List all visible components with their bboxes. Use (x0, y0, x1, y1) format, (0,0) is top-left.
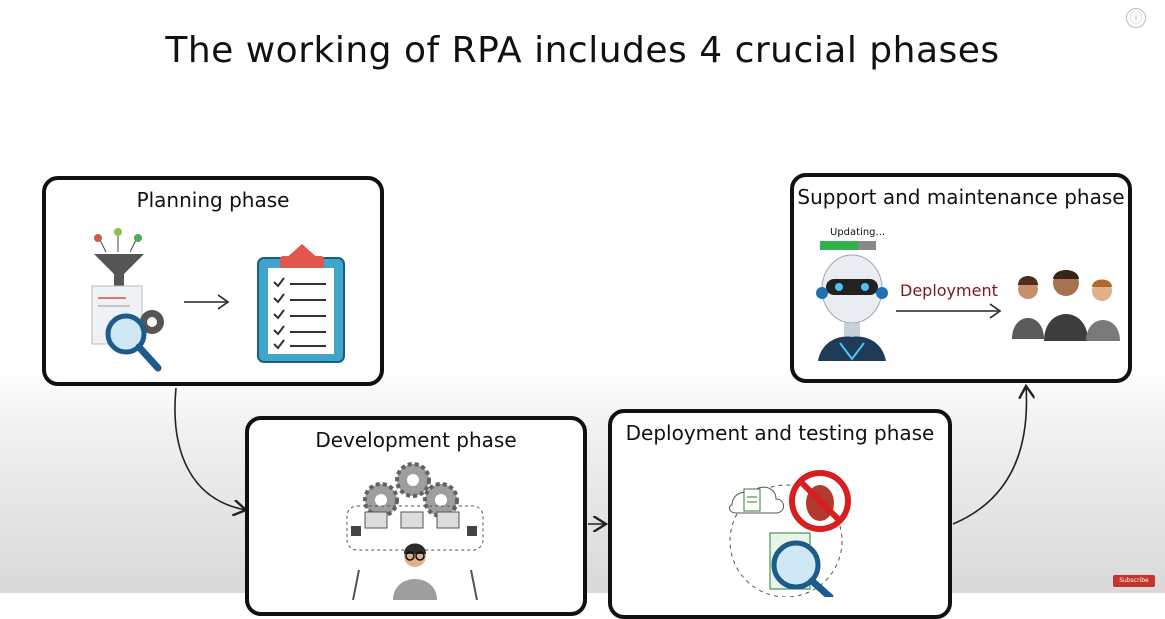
updating-label: Updating... (830, 227, 886, 238)
progress-bar (820, 241, 876, 250)
arrow-right-icon (184, 294, 230, 310)
planning-phase-panel: Planning phase (42, 176, 384, 386)
funnel-magnifier-icon (91, 228, 164, 372)
testing-no-bug-icon (728, 470, 851, 597)
development-phase-panel: Development phase (245, 416, 587, 616)
deployment-label: Deployment (900, 281, 998, 300)
panel-title: Development phase (315, 428, 517, 452)
clipboard-checklist-icon (257, 244, 345, 363)
robot-icon (816, 254, 888, 361)
flow-connectors (174, 0, 1165, 593)
connector-deployment-to-support (952, 386, 1026, 525)
people-group-icon (1012, 270, 1120, 341)
developer-gears-icon (346, 462, 484, 600)
deployment-testing-phase-panel: Deployment and testing phase (608, 409, 952, 619)
panel-title: Planning phase (136, 188, 290, 212)
page-title: The working of RPA includes 4 crucial ph… (165, 30, 1000, 71)
support-maintenance-phase-panel: Support and maintenance phase Updating..… (790, 173, 1132, 383)
subscribe-button[interactable]: Subscribe (1113, 575, 1155, 587)
panel-title: Support and maintenance phase (797, 185, 1125, 209)
info-icon[interactable]: ⓘ (1126, 8, 1146, 28)
arrow-right-icon (896, 303, 1002, 319)
connector-planning-to-development (174, 387, 246, 510)
panel-title: Deployment and testing phase (625, 421, 935, 445)
